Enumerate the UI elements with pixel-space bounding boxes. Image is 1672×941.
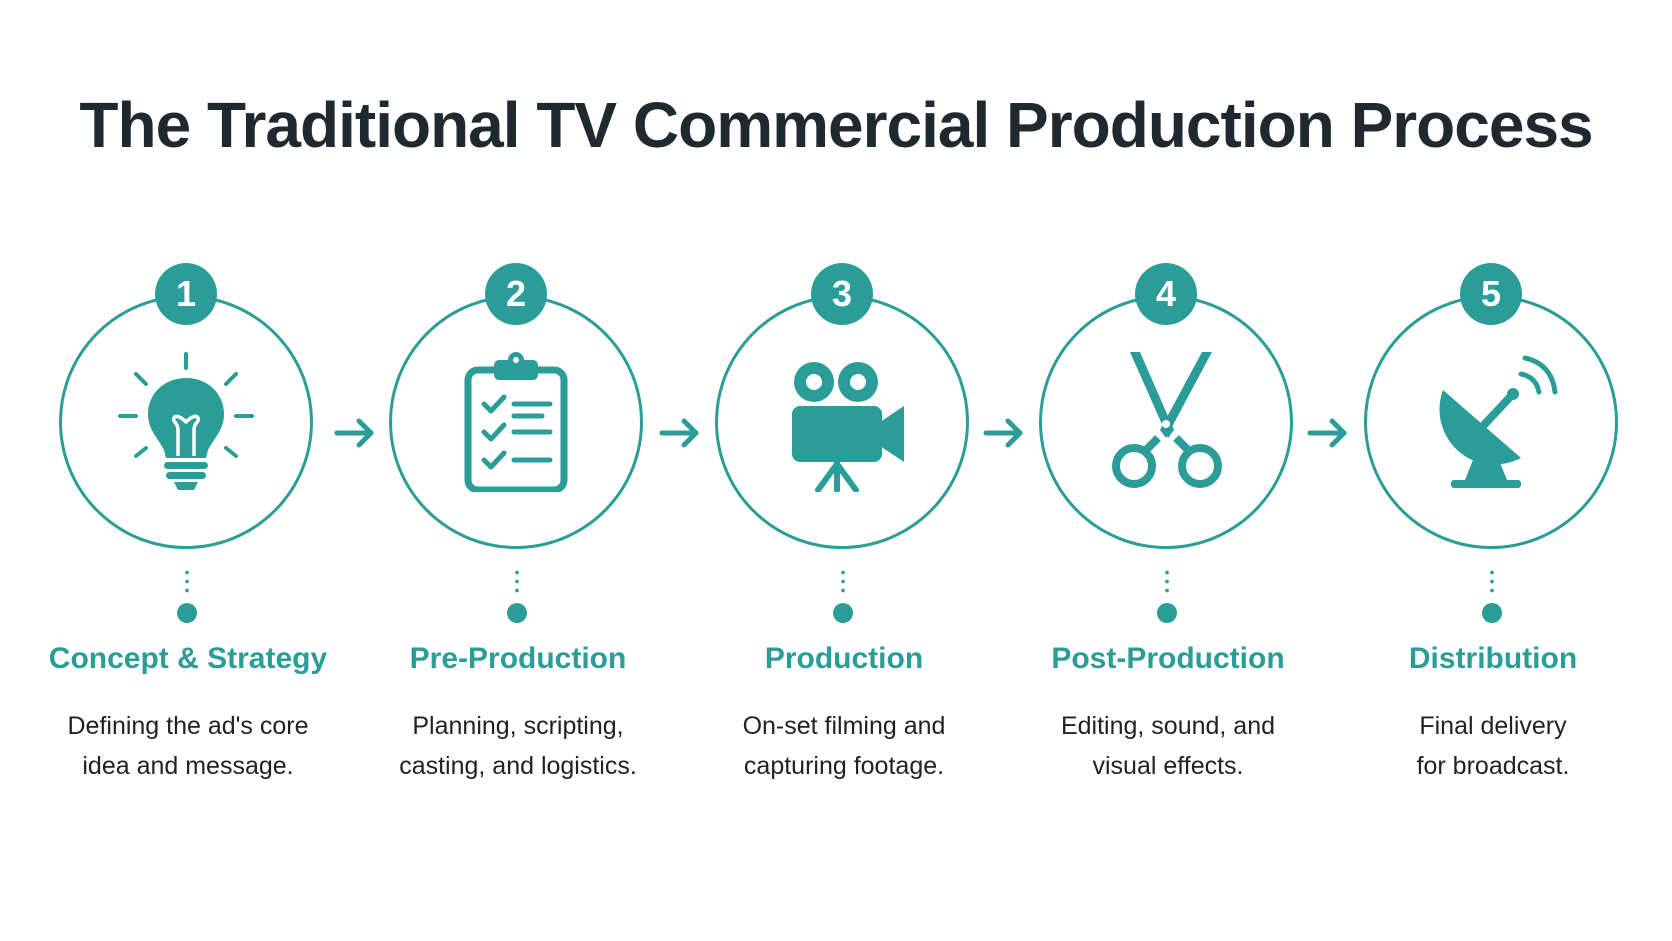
step-number-badge: 3 [811,263,873,325]
step-description-line: Final delivery [1419,712,1567,740]
step-number-badge: 5 [1460,263,1522,325]
step-description-line: idea and message. [82,752,294,780]
step-pre-production: 2 Pre-Product [368,250,668,810]
step-description: Editing, sound, and visual effects. [998,706,1338,786]
step-distribution: 5 Distribution Final delivery for broadc… [1343,250,1643,810]
step-description-line: capturing footage. [743,752,945,780]
arrow-right-icon [333,416,377,450]
step-description: Planning, scripting, casting, and logist… [348,706,688,786]
dotted-connector [515,568,519,596]
connector-dot [1157,603,1177,623]
step-description: Defining the ad's core idea and message. [18,706,358,786]
arrow-right-icon [658,416,702,450]
step-description-line: Planning, scripting, [412,712,624,740]
step-title: Pre-Production [409,642,627,675]
step-title: Post-Production [1051,642,1285,675]
step-post-production: 4 Post-Production Editing, sound, and vi… [1018,250,1318,810]
step-title: Production [764,642,924,675]
step-description-line: On-set filming and [742,712,946,740]
step-description-line: visual effects. [1092,752,1244,780]
step-title: Distribution [1408,642,1578,675]
scissors-icon [1096,352,1236,492]
clipboard-checklist-icon [446,352,586,492]
page-title: The Traditional TV Commercial Production… [79,89,1593,161]
step-description-line: for broadcast. [1416,752,1570,780]
step-description-line: Defining the ad's core [67,712,309,740]
step-number-badge: 2 [485,263,547,325]
connector-dot [1482,603,1502,623]
arrow-right-icon [1306,416,1350,450]
arrow-right-icon [982,416,1026,450]
connector-dot [833,603,853,623]
step-description-line: casting, and logistics. [399,752,637,780]
connector-dot [507,603,527,623]
step-number-badge: 4 [1135,263,1197,325]
connector-dot [177,603,197,623]
step-description-line: Editing, sound, and [1060,712,1276,740]
satellite-dish-icon [1421,352,1561,492]
dotted-connector [841,568,845,596]
step-ring [389,295,643,549]
film-camera-icon [772,352,912,492]
step-description: On-set filming and capturing footage. [674,706,1014,786]
step-description: Final delivery for broadcast. [1323,706,1663,786]
step-number-badge: 1 [155,263,217,325]
step-production: 3 Production On-set filming and capturin [694,250,994,810]
dotted-connector [1490,568,1494,596]
dotted-connector [185,568,189,596]
dotted-connector [1165,568,1169,596]
step-title: Concept & Strategy [48,642,328,675]
lightbulb-icon [116,352,256,492]
step-concept-strategy: 1 Concept & Strategy [38,250,338,810]
